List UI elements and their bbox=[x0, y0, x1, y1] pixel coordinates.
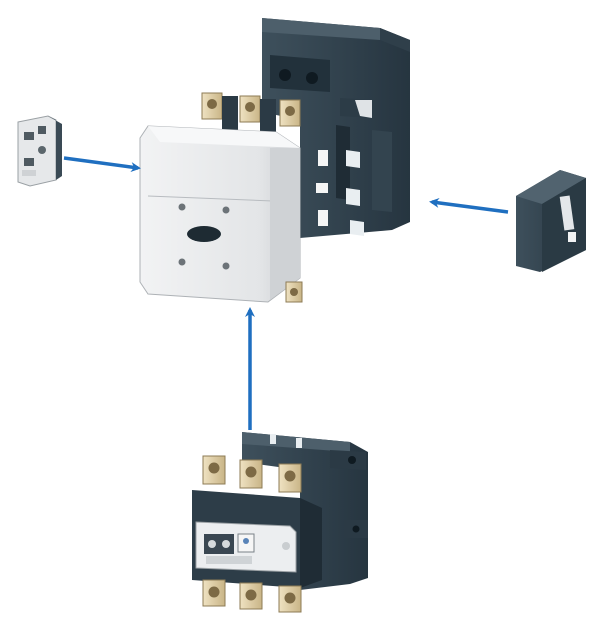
relay-terminal-bottom-3 bbox=[278, 585, 302, 613]
relay-terminal-top-3 bbox=[278, 463, 302, 493]
arrow-left-to-contactor bbox=[63, 156, 141, 173]
relay-bottom-terminals bbox=[202, 579, 302, 613]
relay-top-terminals bbox=[202, 455, 302, 493]
contactor bbox=[139, 18, 410, 303]
auxiliary-contact-block-right bbox=[516, 170, 586, 272]
terminal-l3 bbox=[279, 99, 301, 127]
relay-terminal-bottom-1 bbox=[202, 579, 226, 607]
contactor-bottom-terminal bbox=[285, 281, 303, 303]
relay-terminal-top-1 bbox=[202, 455, 226, 485]
terminal-l2 bbox=[239, 95, 276, 139]
contactor-top-terminals bbox=[201, 92, 301, 139]
relay-terminal-bottom-2 bbox=[239, 582, 263, 610]
terminal-l1 bbox=[201, 92, 238, 136]
relay-setting-panel bbox=[195, 521, 297, 573]
thermal-overload-relay bbox=[192, 432, 368, 613]
relay-terminal-top-2 bbox=[239, 459, 263, 489]
arrow-right-to-contactor bbox=[429, 197, 509, 214]
contactor-housing bbox=[262, 18, 410, 238]
contactor-front-cover bbox=[139, 125, 301, 303]
assembly-arrows bbox=[63, 156, 509, 430]
auxiliary-contact-block-left bbox=[17, 115, 62, 187]
contactor-indicator-window bbox=[187, 226, 221, 242]
